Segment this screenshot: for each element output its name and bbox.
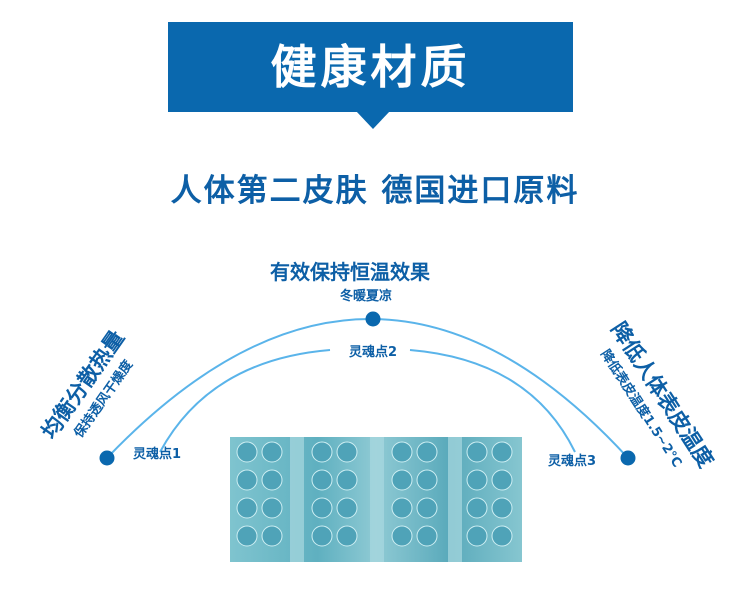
bubble (236, 469, 258, 491)
bubble (336, 497, 358, 519)
bubble (311, 441, 333, 463)
material-photo (230, 437, 522, 562)
bubble (391, 525, 413, 547)
bubble (466, 469, 488, 491)
strip (290, 437, 304, 562)
bubble (236, 441, 258, 463)
bubble (336, 469, 358, 491)
bubble (391, 497, 413, 519)
bubble (336, 441, 358, 463)
bubble (491, 441, 513, 463)
subtitle: 人体第二皮肤 德国进口原料 (170, 173, 580, 209)
top-sub: 冬暖夏凉 (340, 289, 393, 304)
bubble (466, 525, 488, 547)
bubble (416, 441, 438, 463)
bubble (466, 441, 488, 463)
banner-pointer (356, 111, 390, 129)
point-1-label: 灵魂点1 (133, 447, 182, 462)
bubble (261, 497, 283, 519)
strip (370, 437, 384, 562)
bubble (261, 469, 283, 491)
bubble (236, 525, 258, 547)
bubble (491, 497, 513, 519)
bubble (311, 497, 333, 519)
inner-arc (159, 349, 331, 453)
bubble (416, 469, 438, 491)
bubble (491, 525, 513, 547)
point-3-label: 灵魂点3 (548, 454, 597, 469)
bubble (416, 497, 438, 519)
bubble (311, 525, 333, 547)
point-2-label: 灵魂点2 (345, 341, 402, 360)
bubble (491, 469, 513, 491)
bubble (261, 441, 283, 463)
bubble (416, 525, 438, 547)
dot-left (99, 450, 115, 466)
bubble (391, 469, 413, 491)
dot-right (620, 450, 636, 466)
dot-top (365, 311, 381, 327)
bubble (466, 497, 488, 519)
inner-arc-right (409, 349, 576, 453)
bubble (311, 469, 333, 491)
strip (448, 437, 462, 562)
bubble (261, 525, 283, 547)
top-title: 有效保持恒温效果 (270, 260, 430, 284)
bubble (236, 497, 258, 519)
bubble (391, 441, 413, 463)
title-banner: 健康材质 (168, 22, 573, 112)
bubble (336, 525, 358, 547)
